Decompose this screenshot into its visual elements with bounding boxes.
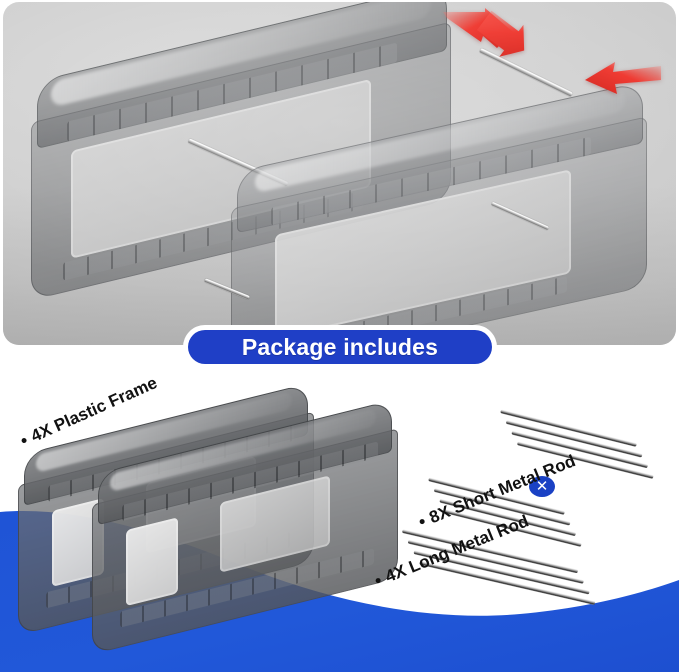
package-contents-panel xyxy=(0,378,679,672)
package-includes-badge: Package includes xyxy=(183,325,497,369)
badge-pill: Package includes xyxy=(188,330,492,364)
multiply-badge: ✕ xyxy=(529,476,555,497)
bullet-dot xyxy=(374,576,382,584)
bullet-dot xyxy=(20,436,28,444)
frame-handle-opening xyxy=(126,517,178,607)
badge-label: Package includes xyxy=(241,333,439,360)
red-arrow-left-icon xyxy=(579,58,663,104)
panel-vignette xyxy=(3,2,676,345)
multiply-badge-oval xyxy=(529,476,555,497)
bullet-dot xyxy=(418,517,426,525)
assembly-illustration-panel xyxy=(3,2,676,345)
multiply-icon: ✕ xyxy=(535,478,549,495)
red-arrow-down-right-icon xyxy=(441,8,531,70)
